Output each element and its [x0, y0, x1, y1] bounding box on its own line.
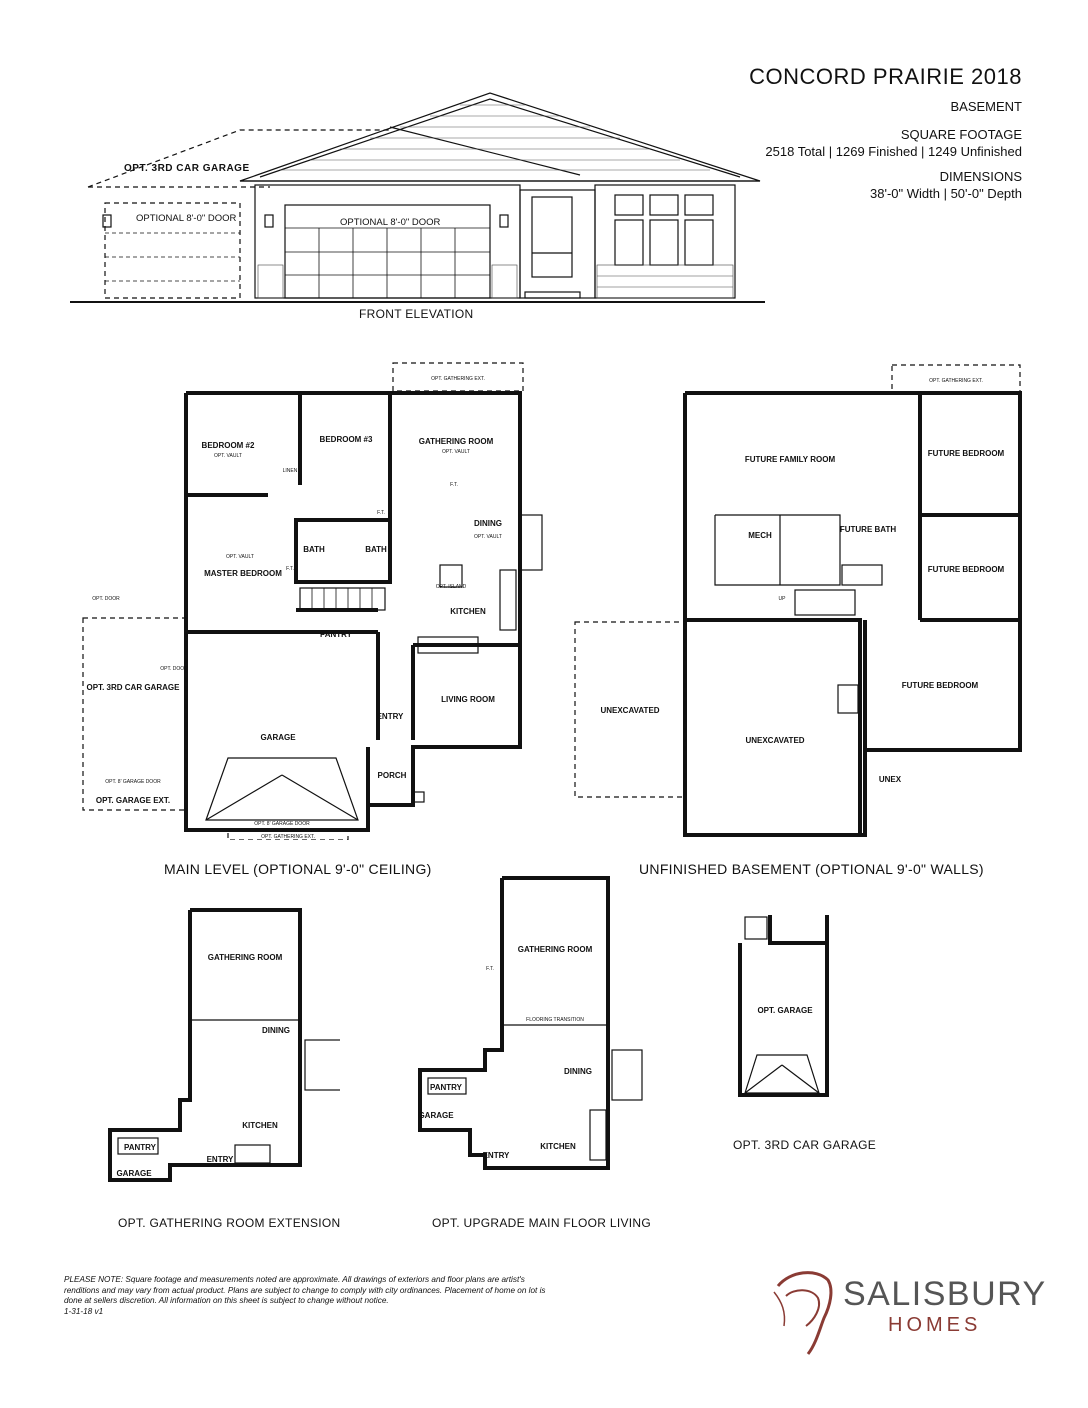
basement-bed2-label: FUTURE BEDROOM [928, 565, 1005, 574]
upg-ft-label: F.T. [486, 966, 494, 972]
main-linen-label: LINEN [283, 468, 298, 474]
upg-pantry-label: PANTRY [430, 1083, 463, 1092]
opt-gathering-extension-plan: GATHERING ROOM DINING KITCHEN PANTRY GAR… [108, 908, 340, 1182]
main-opt-vault4: OPT. VAULT [226, 554, 254, 560]
opt-gathering-extension-caption: OPT. GATHERING ROOM EXTENSION [118, 1216, 341, 1230]
ext-kitchen-label: KITCHEN [242, 1121, 278, 1130]
main-opt-door2: OPT. DOOR [160, 666, 188, 672]
dims-value: 38'-0" Width | 50'-0" Depth [870, 186, 1022, 201]
opt-garage-label: OPT. GARAGE [757, 1006, 813, 1015]
main-master-label: MASTER BEDROOM [204, 569, 282, 578]
logo-sub: HOMES [888, 1314, 982, 1336]
front-elevation-drawing [70, 92, 765, 303]
upg-gathering-label: GATHERING ROOM [518, 945, 593, 954]
elevation-door-main-label: OPTIONAL 8'-0" DOOR [340, 217, 441, 228]
main-opt-gathering-ext-top: OPT. GATHERING EXT. [431, 376, 485, 382]
basement-bath-label: FUTURE BATH [840, 525, 897, 534]
main-opt-garage-label: OPT. 3RD CAR GARAGE [87, 683, 181, 692]
basement-opt-ext: OPT. GATHERING EXT. [929, 378, 983, 384]
elevation-door-left-label: OPTIONAL 8'-0" DOOR [136, 213, 237, 224]
main-opt-vault1: OPT. VAULT [214, 453, 242, 459]
main-porch-label: PORCH [378, 771, 407, 780]
basement-unexc2-label: UNEXCAVATED [745, 736, 804, 745]
opt-upgrade-living-caption: OPT. UPGRADE MAIN FLOOR LIVING [432, 1216, 652, 1230]
ext-dining-label: DINING [262, 1026, 290, 1035]
salisbury-lion-logo-icon [773, 1271, 833, 1355]
basement-plan: OPT. GATHERING EXT. FUTURE FAMILY ROOM F… [574, 364, 1022, 837]
main-opt-garage-door2: OPT. 8' GARAGE DOOR [254, 821, 310, 827]
main-living-label: LIVING ROOM [441, 695, 495, 704]
basement-bed1-label-line: FUTURE BEDROOM [928, 449, 1005, 458]
version-label: 1-31-18 v1 [64, 1306, 104, 1316]
ext-entry-label: ENTRY [207, 1155, 234, 1164]
main-opt-garage-door1: OPT. 8' GARAGE DOOR [105, 779, 161, 785]
opt-third-garage-caption: OPT. 3RD CAR GARAGE [733, 1138, 877, 1152]
upg-dining-label: DINING [564, 1067, 592, 1076]
front-elevation-caption: FRONT ELEVATION [359, 307, 474, 321]
elevation-opt-garage-label: OPT. 3RD CAR GARAGE [124, 163, 250, 174]
main-garage-label: GARAGE [260, 733, 296, 742]
basement-caption: UNFINISHED BASEMENT (OPTIONAL 9'-0" WALL… [639, 861, 984, 877]
main-bath1-label: BATH [303, 545, 325, 554]
ext-pantry-label: PANTRY [124, 1143, 157, 1152]
main-ft2: F.T. [377, 510, 385, 516]
upg-flooring-label: FLOORING TRANSITION [526, 1017, 584, 1023]
basement-family-label: FUTURE FAMILY ROOM [745, 455, 836, 464]
main-bedroom2-label: BEDROOM #2 [202, 441, 255, 450]
main-opt-island: OPT. ISLAND [436, 584, 467, 590]
basement-mech-label: MECH [748, 531, 772, 540]
main-ft1: F.T. [450, 482, 458, 488]
upg-entry-label: ENTRY [483, 1151, 510, 1160]
disclaimer-note: PLEASE NOTE: Square footage and measurem… [64, 1275, 546, 1316]
main-entry-label: ENTRY [377, 712, 404, 721]
main-bedroom3-label: BEDROOM #3 [320, 435, 373, 444]
main-opt-gathering-ext-bottom: OPT. GATHERING EXT. [261, 834, 315, 840]
ext-garage-label: GARAGE [116, 1169, 152, 1178]
main-gathering-label: GATHERING ROOM [419, 437, 494, 446]
ext-gathering-label: GATHERING ROOM [208, 953, 283, 962]
opt-upgrade-living-plan: GATHERING ROOM F.T. FLOORING TRANSITION … [418, 876, 643, 1170]
dims-label: DIMENSIONS [939, 169, 1022, 184]
logo-name: SALISBURY [843, 1275, 1047, 1313]
basement-bed3-label: FUTURE BEDROOM [902, 681, 979, 690]
basement-unexc1-label: UNEXCAVATED [600, 706, 659, 715]
main-level-plan: OPT. GATHERING EXT. OPT. DOOR OPT. DOOR … [82, 362, 543, 840]
main-opt-vault3: OPT. VAULT [474, 534, 502, 540]
main-opt-vault2: OPT. VAULT [442, 449, 470, 455]
main-opt-door1: OPT. DOOR [92, 596, 120, 602]
main-pantry-label: PANTRY [320, 630, 353, 639]
basement-up-label: UP [779, 596, 787, 602]
main-bath2-label: BATH [365, 545, 387, 554]
plan-title: CONCORD PRAIRIE 2018 [749, 64, 1022, 89]
basement-unex-label: UNEX [879, 775, 902, 784]
opt-third-garage-plan: OPT. GARAGE [738, 915, 829, 1097]
main-opt-garage-ext: OPT. GARAGE EXT. [96, 796, 170, 805]
upg-kitchen-label: KITCHEN [540, 1142, 576, 1151]
main-level-caption: MAIN LEVEL (OPTIONAL 9'-0" CEILING) [164, 861, 432, 877]
upg-garage-label: GARAGE [418, 1111, 454, 1120]
plan-section: BASEMENT [950, 99, 1022, 114]
sqft-value: 2518 Total | 1269 Finished | 1249 Unfini… [765, 144, 1022, 159]
sqft-label: SQUARE FOOTAGE [900, 127, 1022, 142]
main-ft3: F.T. [286, 566, 294, 572]
main-dining-label: DINING [474, 519, 502, 528]
main-kitchen-label: KITCHEN [450, 607, 486, 616]
